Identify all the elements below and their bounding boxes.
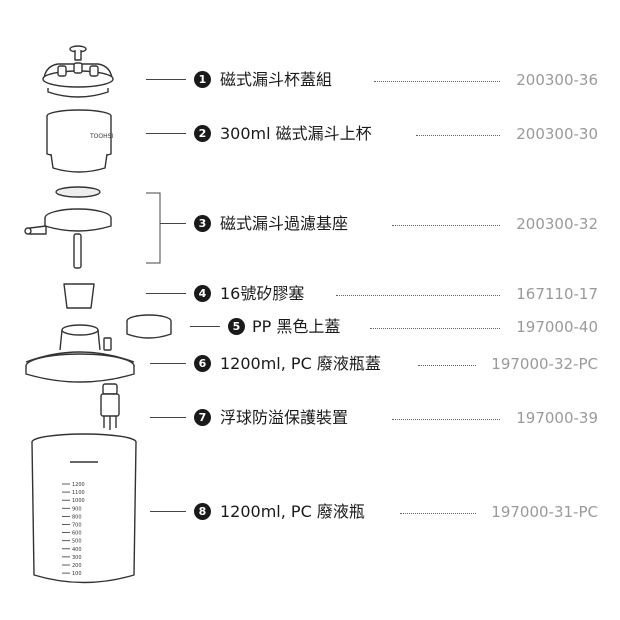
dotted-leader xyxy=(418,365,476,366)
part-name: 磁式漏斗過濾基座 xyxy=(220,214,349,233)
scale-label: 300 xyxy=(72,555,82,561)
part-row-6: 6 1200ml, PC 廢液瓶蓋 197000-32-PC xyxy=(0,352,620,376)
scale-label: 1000 xyxy=(72,498,85,504)
scale-label: 400 xyxy=(72,547,82,553)
bottle-volume-scale: 1200 1100 1000 900 800 700 600 500 400 300 200 100 xyxy=(62,482,85,577)
scale-label: 700 xyxy=(72,523,82,529)
pp-cap-drawing xyxy=(126,314,172,339)
waste-bottle-drawing xyxy=(31,433,137,584)
scale-label: 100 xyxy=(72,571,82,577)
leader-line xyxy=(146,79,186,80)
part-row-2: 2 300ml 磁式漏斗上杯 200300-30 xyxy=(0,122,620,146)
part-row-3: 3 磁式漏斗過濾基座 200300-32 xyxy=(0,212,620,236)
part-number-badge: 6 xyxy=(194,355,211,372)
dotted-leader xyxy=(370,328,500,329)
dotted-leader xyxy=(392,419,500,420)
dotted-leader xyxy=(416,135,500,136)
leader-line xyxy=(150,511,186,512)
leader-line xyxy=(150,417,186,418)
dotted-leader xyxy=(400,513,476,514)
part-row-4: 4 16號矽膠塞 167110-17 xyxy=(0,282,620,306)
scale-label: 500 xyxy=(72,539,82,545)
dotted-leader xyxy=(374,81,500,82)
part-row-1: 1 磁式漏斗杯蓋組 200300-36 xyxy=(0,68,620,92)
leader-line xyxy=(150,363,186,364)
part-name: 300ml 磁式漏斗上杯 xyxy=(220,124,372,143)
scale-label: 800 xyxy=(72,514,82,520)
float-protector-drawing xyxy=(100,383,120,430)
part-name: 1200ml, PC 廢液瓶蓋 xyxy=(220,354,381,373)
part-number-badge: 1 xyxy=(194,71,211,88)
silicone-stopper-drawing xyxy=(63,283,95,309)
part-row-7: 7 浮球防溢保護裝置 197000-39 xyxy=(0,406,620,430)
part-name: PP 黑色上蓋 xyxy=(252,317,341,336)
part-code: 197000-32-PC xyxy=(491,355,598,373)
scale-label: 600 xyxy=(72,531,82,537)
funnel-cup-drawing: TOOHSI xyxy=(46,109,113,173)
part-code: 167110-17 xyxy=(516,285,598,303)
part-name: 浮球防溢保護裝置 xyxy=(220,408,349,427)
leader-line xyxy=(160,223,186,224)
part-code: 197000-39 xyxy=(516,409,598,427)
leader-line xyxy=(190,326,220,327)
bottle-lid-drawing xyxy=(25,324,135,383)
scale-label: 1200 xyxy=(72,482,85,488)
part-number-badge: 3 xyxy=(194,215,211,232)
part-name: 磁式漏斗杯蓋組 xyxy=(220,70,333,89)
dotted-leader xyxy=(336,295,500,296)
part-row-5: 5 PP 黑色上蓋 197000-40 xyxy=(0,315,620,339)
part-name: 1200ml, PC 廢液瓶 xyxy=(220,502,365,521)
leader-line xyxy=(146,133,186,134)
part-code: 197000-40 xyxy=(516,318,598,336)
scale-label: 1100 xyxy=(72,490,85,496)
part-number-badge: 4 xyxy=(194,285,211,302)
part-code: 197000-31-PC xyxy=(491,503,598,521)
part-name: 16號矽膠塞 xyxy=(220,284,305,303)
filter-base-drawing xyxy=(24,186,112,269)
part-number-badge: 2 xyxy=(194,125,211,142)
part-number-badge: 8 xyxy=(194,503,211,520)
leader-line xyxy=(146,293,186,294)
part-code: 200300-30 xyxy=(516,125,598,143)
part-code: 200300-32 xyxy=(516,215,598,233)
part-code: 200300-36 xyxy=(516,71,598,89)
dotted-leader xyxy=(392,225,500,226)
funnel-lid-set-drawing xyxy=(42,45,114,98)
part-number-badge: 7 xyxy=(194,409,211,426)
scale-label: 200 xyxy=(72,563,82,569)
scale-label: 900 xyxy=(72,506,82,512)
part-row-8: 8 1200ml, PC 廢液瓶 197000-31-PC xyxy=(0,500,620,524)
funnel-brand-text: TOOHSI xyxy=(89,133,113,140)
part-number-badge: 5 xyxy=(228,318,245,335)
